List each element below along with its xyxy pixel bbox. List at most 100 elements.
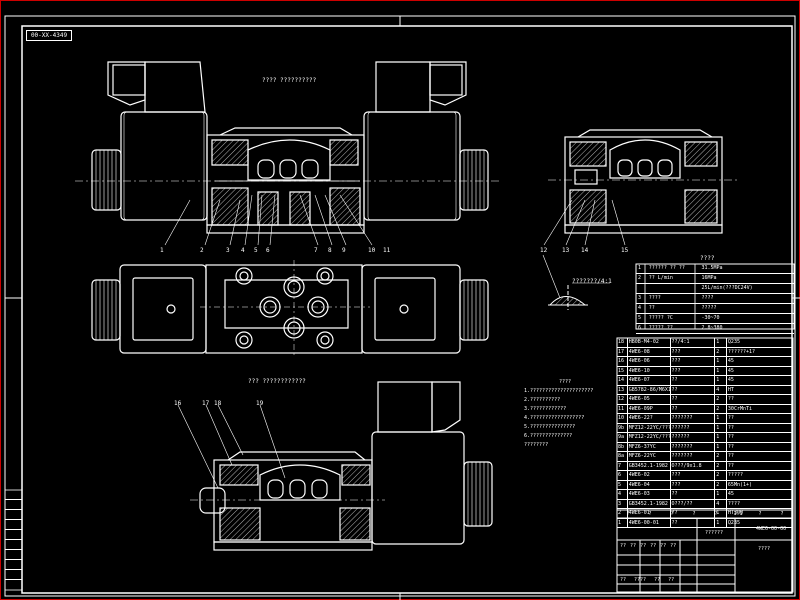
bom-no: 13 <box>617 385 628 394</box>
title-block-scale-row: ?????1:1?? <box>617 511 793 517</box>
balloon-label: 3 <box>226 247 230 254</box>
bom-qty: 2 <box>715 471 727 480</box>
balloon-label: 16 <box>174 400 182 407</box>
spec-row: 3???????? <box>636 294 794 304</box>
title-block-part-name: ?????? <box>705 530 724 536</box>
bom-material: ????? <box>727 471 793 480</box>
bom-name: ??? <box>671 480 716 489</box>
bom-code: 4WE6-03 <box>628 490 671 499</box>
bom-code: 4WE6-06 <box>628 357 671 366</box>
bom-qty: 4 <box>715 385 727 394</box>
balloon-label: 14 <box>581 247 589 254</box>
bom-name: ?? <box>671 518 716 527</box>
bom-qty: 1 <box>715 509 727 518</box>
balloon-label: 1 <box>160 247 164 254</box>
spec-item: ?? <box>648 305 655 311</box>
drawing-number-tag: 00-XX-4349 <box>26 30 72 41</box>
bom-no: 14 <box>617 376 628 385</box>
bom-no: 12 <box>617 395 628 404</box>
bom-qty: 1 <box>715 442 727 451</box>
title-block-signers: ?????????? <box>620 577 735 583</box>
bom-name: ?????? <box>671 433 716 442</box>
balloon-label: 4 <box>241 247 245 254</box>
scale-cell: ? <box>648 511 652 517</box>
note-line: 1.????????????????????? <box>524 388 594 394</box>
spec-no: 6 <box>638 325 642 331</box>
bom-name: ??????? <box>671 452 716 461</box>
section-label: ???????/4:1 <box>572 278 612 285</box>
bom-material: ?? <box>727 461 793 470</box>
spec-item: ???? <box>648 295 661 301</box>
bom-material: ??????+1? <box>727 347 793 356</box>
detail-sketch <box>542 254 610 310</box>
scale-cell: ? <box>626 511 630 517</box>
header-cell: ?? <box>640 543 647 549</box>
bom-name: ??? <box>671 366 716 375</box>
balloon-label: 17 <box>202 400 210 407</box>
bom-code: MFZ6-37YC <box>628 442 671 451</box>
bom-name: O???/?? <box>671 499 716 508</box>
title-block-header-row: ???????????? <box>620 543 735 549</box>
bom-material: ?? <box>727 423 793 432</box>
spec-value: ????? <box>701 305 717 311</box>
bom-code: GB3452.1-1982 <box>628 499 671 508</box>
bom-no: 8b <box>617 442 628 451</box>
bom-material: ?? <box>727 395 793 404</box>
bom-qty: 1 <box>715 423 727 432</box>
bom-no: 9b <box>617 423 628 432</box>
bom-code: 4WE6-07 <box>628 376 671 385</box>
bom-material: 45 <box>727 376 793 385</box>
bom-qty: 1 <box>715 433 727 442</box>
bom-name: ??/4:1 <box>671 338 716 347</box>
bom-code: GB3452.1-1982 <box>628 461 671 470</box>
bom-no: 5 <box>617 480 628 489</box>
bom-material: 45 <box>727 366 793 375</box>
bom-code: 4WE6-04 <box>628 480 671 489</box>
bom-name: ??????? <box>671 442 716 451</box>
bom-code: MFZ12-22YC/???? <box>628 433 671 442</box>
bom-no: 9a <box>617 433 628 442</box>
bom-material: ???? <box>727 499 793 508</box>
bom-name: O???/9x1.8 <box>671 461 716 470</box>
bom-code: 4WE6-10 <box>628 366 671 375</box>
spec-value: 31.5MPa <box>701 265 723 271</box>
bom-name: ??? <box>671 357 716 366</box>
bom-material: 45 <box>727 490 793 499</box>
signer-cell: ?? <box>620 577 627 583</box>
spec-value: -30~70 <box>701 315 720 321</box>
technical-notes: ???? 1.?????????????????????2.??????????… <box>524 378 614 450</box>
note-line: 6.?????????????? <box>524 433 573 439</box>
spec-item: ?????? ?? ?? <box>648 265 685 271</box>
spec-no: 4 <box>638 305 642 311</box>
balloon-label: 5 <box>254 247 258 254</box>
drawing-frame <box>21 25 793 594</box>
spec-row: 4??????? <box>636 304 794 314</box>
header-cell: ?? <box>630 543 637 549</box>
header-cell: ?? <box>620 543 627 549</box>
spec-value: 2.8~380 <box>701 325 723 331</box>
bom-no: 8a <box>617 452 628 461</box>
front-view-top <box>75 61 500 246</box>
spec-no: 1 <box>638 265 642 271</box>
spec-value: ???? <box>701 295 714 301</box>
scale-cell: ? <box>780 511 784 517</box>
bom-name: ?????? <box>671 423 716 432</box>
bom-code: 4WE6-05 <box>628 395 671 404</box>
balloon-label: 11 <box>383 247 391 254</box>
title-block-drawing-no: 4WE6-00-00 <box>756 526 787 532</box>
spec-item: ????? ?? <box>648 325 673 331</box>
spec-no: 5 <box>638 315 642 321</box>
side-section-view <box>543 129 740 246</box>
bom-qty: 1 <box>715 518 727 527</box>
bom-code: 4WE6-08 <box>628 347 671 356</box>
signer-cell: ?? <box>654 577 661 583</box>
